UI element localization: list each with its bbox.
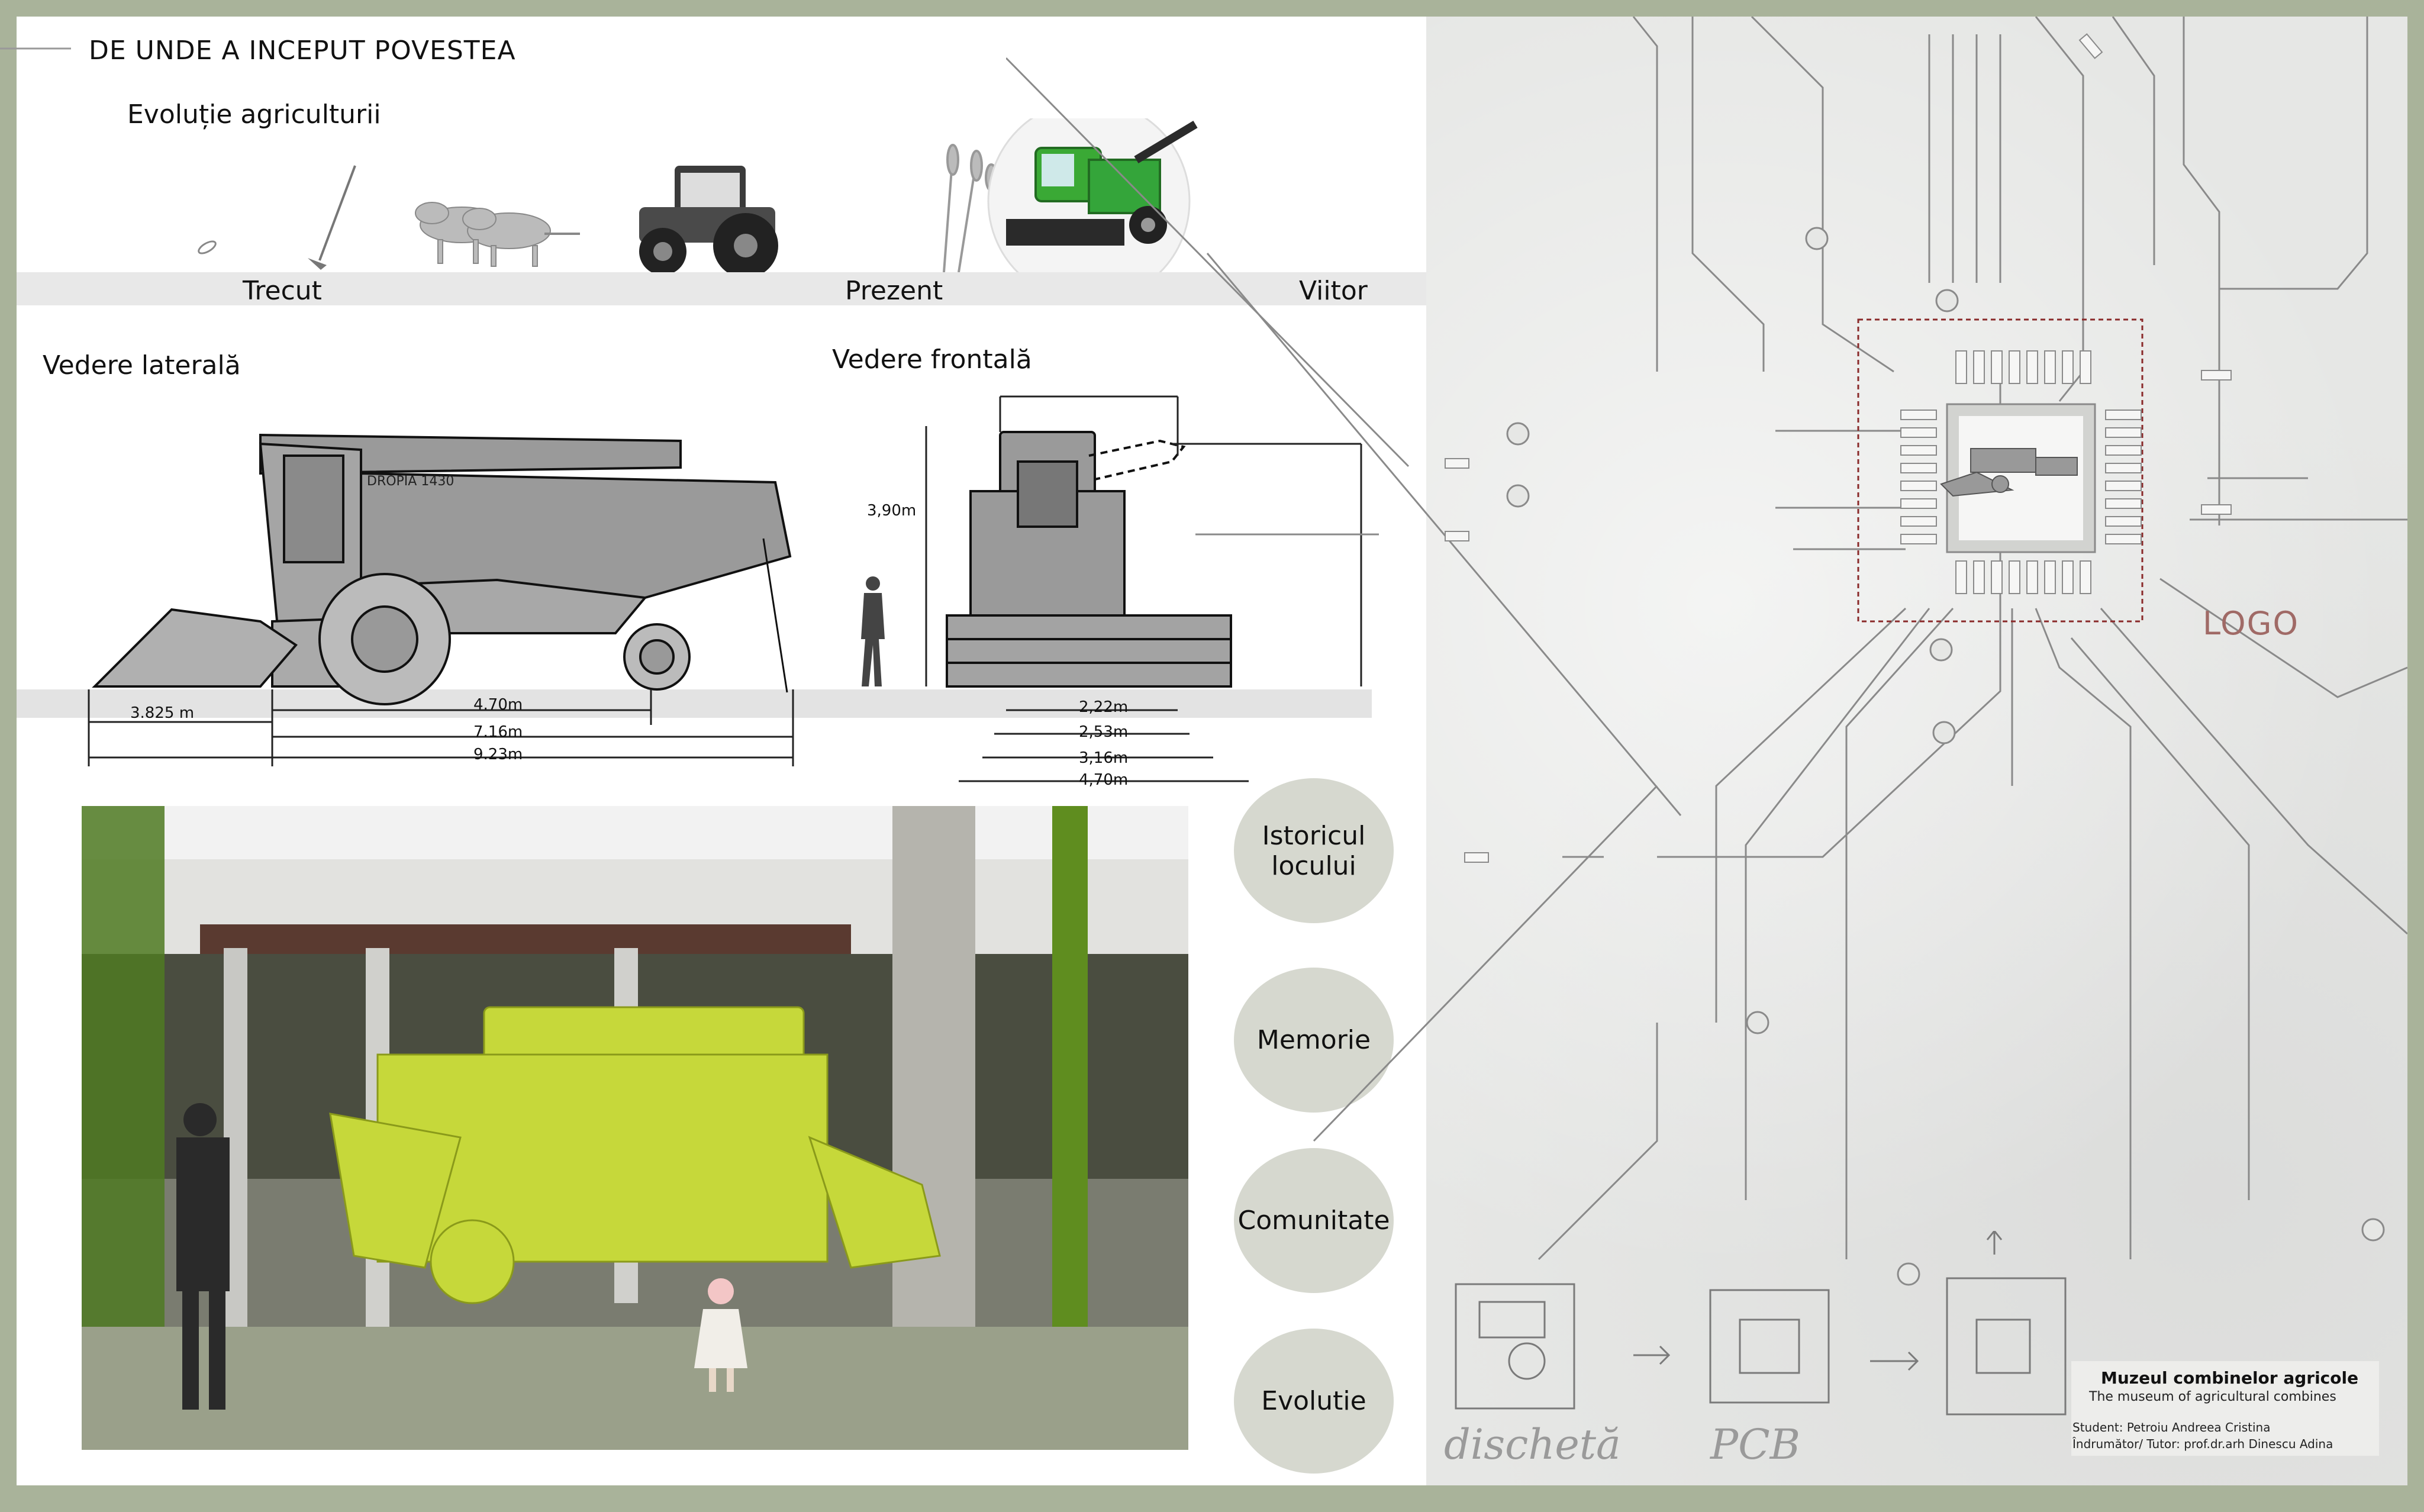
era-past: Trecut (243, 276, 322, 306)
student-name: Student: Petroiu Andreea Cristina (2072, 1420, 2271, 1434)
poster-title: DE UNDE A INCEPUT POVESTEA (89, 36, 516, 66)
section-subtitle: Evoluție agriculturii (127, 99, 381, 130)
seed-icon (198, 240, 217, 254)
project-info-box: Muzeul combinelor agricole The museum of… (2071, 1361, 2379, 1456)
chip-sketch-icon (1946, 1277, 2067, 1416)
tutor-name: Îndrumător/ Tutor: prof.dr.arh Dinescu A… (2072, 1437, 2333, 1451)
pencil-sketches (1455, 1231, 2067, 1416)
hoe-icon (308, 165, 356, 270)
arrow-icon (1633, 1345, 1671, 1365)
nav-istoricul-locului[interactable]: Istoricul locului (1234, 778, 1394, 923)
chip-icon (1857, 318, 2143, 623)
pcb-sketch-icon (1709, 1289, 1830, 1404)
arrow-icon-2 (1870, 1351, 1919, 1371)
sketch-label-floppy: dischetă (1444, 1420, 1621, 1469)
future-harvester-icon (987, 118, 1198, 290)
nav-evolutie[interactable]: Evolutie (1234, 1329, 1394, 1474)
era-present: Prezent (845, 276, 943, 306)
floppy-sketch-icon (1455, 1283, 1575, 1410)
machine-name-label: DROPIA 1430 (367, 474, 454, 489)
dim-front-1: 2,22m (1079, 698, 1129, 716)
evolution-icons (198, 118, 1198, 290)
corner-line (0, 47, 71, 50)
dim-wheelbase: 4.70m (473, 696, 523, 714)
dim-body-length: 7.16m (473, 723, 523, 741)
museum-render (82, 806, 1188, 1450)
front-view-label: Vedere frontală (832, 344, 1032, 375)
front-dimension-lines (959, 709, 1249, 782)
dim-front-4: 4,70m (1079, 771, 1129, 789)
oxen-icon (415, 202, 580, 267)
side-view-label: Vedere laterală (43, 350, 241, 381)
render-scene (82, 806, 1188, 1450)
project-title-en: The museum of agricultural combines (2089, 1390, 2336, 1404)
logo-placeholder: LOGO (2203, 605, 2300, 642)
nav-memorie[interactable]: Memorie (1234, 968, 1394, 1113)
right-panel (1426, 17, 2407, 1485)
person-silhouette (861, 576, 885, 686)
dim-front-height: 3,90m (867, 502, 917, 520)
dim-total-length: 9.23m (473, 746, 523, 763)
nav-comunitate[interactable]: Comunitate (1234, 1148, 1394, 1293)
sketch-label-pcb: PCB (1710, 1420, 1801, 1469)
ground-line (17, 689, 1372, 718)
dim-header-length: 3.825 m (130, 704, 195, 722)
project-title: Muzeul combinelor agricole (2101, 1368, 2359, 1388)
tractor-icon (639, 166, 778, 278)
dim-front-2: 2,53m (1079, 723, 1129, 741)
circuit-board-graphic (1006, 17, 2407, 1286)
dim-front-3: 3,16m (1079, 749, 1129, 767)
side-dimension-lines (88, 689, 794, 766)
era-future: Viitor (1299, 276, 1368, 306)
side-view-drawing: DROPIA 1430 (92, 433, 792, 705)
front-view-drawing (925, 395, 1362, 688)
timeline-strip (17, 272, 1426, 305)
